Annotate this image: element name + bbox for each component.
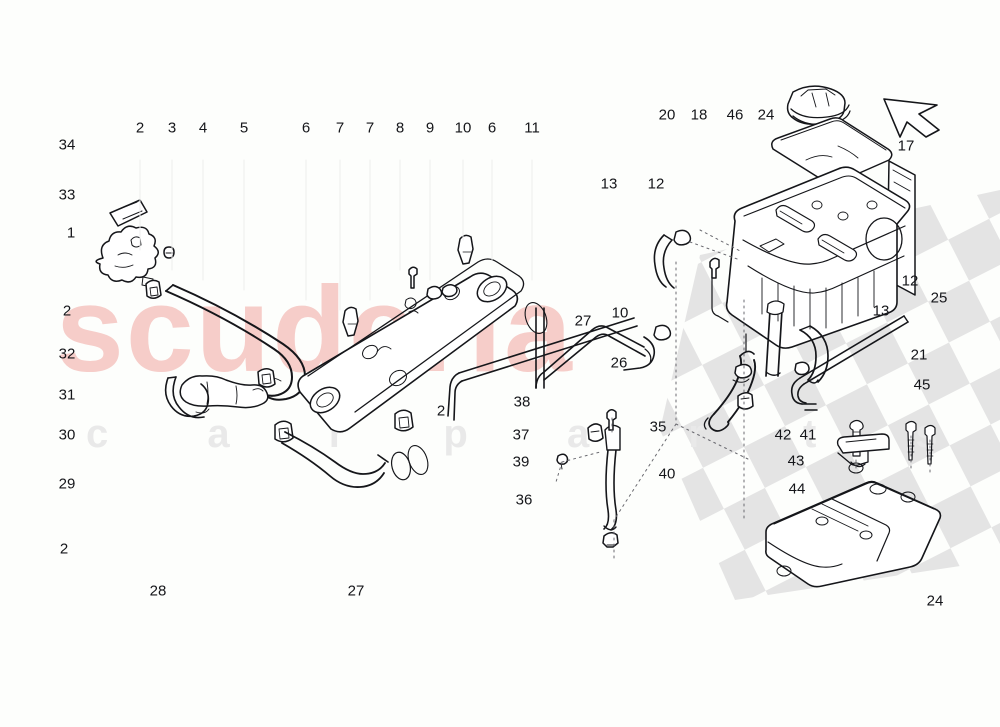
part-vacuum-line-10	[535, 307, 672, 389]
callout-number-13[interactable]: 13	[600, 175, 618, 193]
callout-number-31[interactable]: 31	[58, 386, 76, 404]
callout-number-17[interactable]: 17	[897, 137, 915, 155]
part-grommet-small	[163, 246, 175, 259]
callout-number-35[interactable]: 35	[649, 418, 667, 436]
callout-number-6[interactable]: 6	[487, 119, 497, 137]
callout-number-3[interactable]: 3	[167, 119, 177, 137]
part-clip-bracket-left	[145, 279, 162, 299]
direction-arrow-icon	[883, 98, 940, 138]
callout-number-10[interactable]: 10	[611, 304, 629, 322]
callout-number-7[interactable]: 7	[335, 119, 345, 137]
part-long-hose-left	[165, 284, 306, 401]
callout-number-40[interactable]: 40	[658, 465, 676, 483]
part-injector-nozzle-a	[457, 234, 474, 265]
callout-number-10[interactable]: 10	[454, 119, 472, 137]
callout-number-11[interactable]: 11	[524, 119, 540, 137]
part-fuel-rail-manifold	[297, 258, 548, 475]
part-pin-cluster	[404, 266, 458, 314]
callout-number-27[interactable]: 27	[347, 582, 365, 600]
callout-number-44[interactable]: 44	[788, 480, 806, 498]
part-clip-right	[737, 392, 754, 410]
callout-number-24[interactable]: 24	[926, 592, 944, 610]
callout-number-29[interactable]: 29	[58, 475, 76, 493]
part-small-mount-bracket	[836, 433, 890, 474]
callout-number-37[interactable]: 37	[512, 426, 530, 444]
callout-number-20[interactable]: 20	[658, 106, 676, 124]
callout-number-8[interactable]: 8	[395, 119, 405, 137]
callout-number-4[interactable]: 4	[198, 119, 208, 137]
callout-number-43[interactable]: 43	[787, 452, 805, 470]
part-vertical-hose	[765, 300, 785, 377]
part-long-tube-21	[790, 315, 909, 411]
callout-number-21[interactable]: 21	[910, 346, 928, 364]
part-clamp-mid-b	[274, 420, 294, 443]
callout-number-13[interactable]: 13	[872, 302, 890, 320]
part-dipstick-rod	[602, 409, 621, 548]
callout-number-12[interactable]: 12	[901, 272, 919, 290]
brand-watermark-text: scuderia	[56, 261, 574, 397]
part-oring-a	[390, 451, 412, 481]
callout-number-1[interactable]: 1	[66, 224, 76, 242]
callout-number-45[interactable]: 45	[913, 376, 931, 394]
callout-number-6[interactable]: 6	[301, 119, 311, 137]
part-flat-gasket	[109, 199, 148, 227]
callout-number-36[interactable]: 36	[515, 491, 533, 509]
callout-number-41[interactable]: 41	[799, 426, 817, 444]
part-injector-nozzle-b	[342, 306, 359, 337]
brand-watermark-subtext: c a r p a r t s	[86, 412, 982, 456]
callout-number-32[interactable]: 32	[58, 345, 76, 363]
part-screw-b	[924, 424, 936, 465]
part-small-hose-13	[653, 229, 692, 289]
callout-number-2[interactable]: 2	[436, 402, 446, 420]
part-small-clip-39	[556, 453, 569, 470]
callout-number-24[interactable]: 24	[757, 106, 775, 124]
callout-number-39[interactable]: 39	[512, 453, 530, 471]
callout-number-18[interactable]: 18	[690, 106, 708, 124]
callout-number-28[interactable]: 28	[149, 582, 167, 600]
callout-number-27[interactable]: 27	[574, 312, 592, 330]
part-sensor-body	[179, 375, 269, 409]
part-hose-clamp-left	[257, 368, 276, 388]
callout-number-7[interactable]: 7	[365, 119, 375, 137]
callout-number-25[interactable]: 25	[930, 289, 948, 307]
callout-number-2[interactable]: 2	[59, 540, 69, 558]
callout-number-46[interactable]: 46	[726, 106, 744, 124]
part-small-tab-37	[587, 423, 604, 442]
part-clamp-mid	[394, 409, 414, 432]
part-bent-return-hose	[281, 431, 389, 488]
callout-number-12[interactable]: 12	[647, 175, 665, 193]
callout-number-38[interactable]: 38	[513, 393, 531, 411]
part-cast-housing	[95, 225, 159, 288]
callout-number-30[interactable]: 30	[58, 426, 76, 444]
callout-number-42[interactable]: 42	[774, 426, 792, 444]
part-curved-hose-a	[799, 325, 829, 384]
part-vacuum-line-26	[447, 317, 638, 421]
callout-number-26[interactable]: 26	[610, 354, 628, 372]
callout-number-33[interactable]: 33	[58, 186, 76, 204]
callout-number-34[interactable]: 34	[58, 136, 76, 154]
part-screw-a	[905, 420, 917, 461]
part-thick-lower-hose	[703, 350, 757, 432]
part-filler-cap	[786, 85, 851, 126]
callout-number-2[interactable]: 2	[62, 302, 72, 320]
callout-number-9[interactable]: 9	[425, 119, 435, 137]
callout-number-2[interactable]: 2	[135, 119, 145, 137]
part-u-bracket	[164, 376, 210, 419]
callout-number-5[interactable]: 5	[239, 119, 249, 137]
part-bolt-41	[849, 419, 864, 457]
